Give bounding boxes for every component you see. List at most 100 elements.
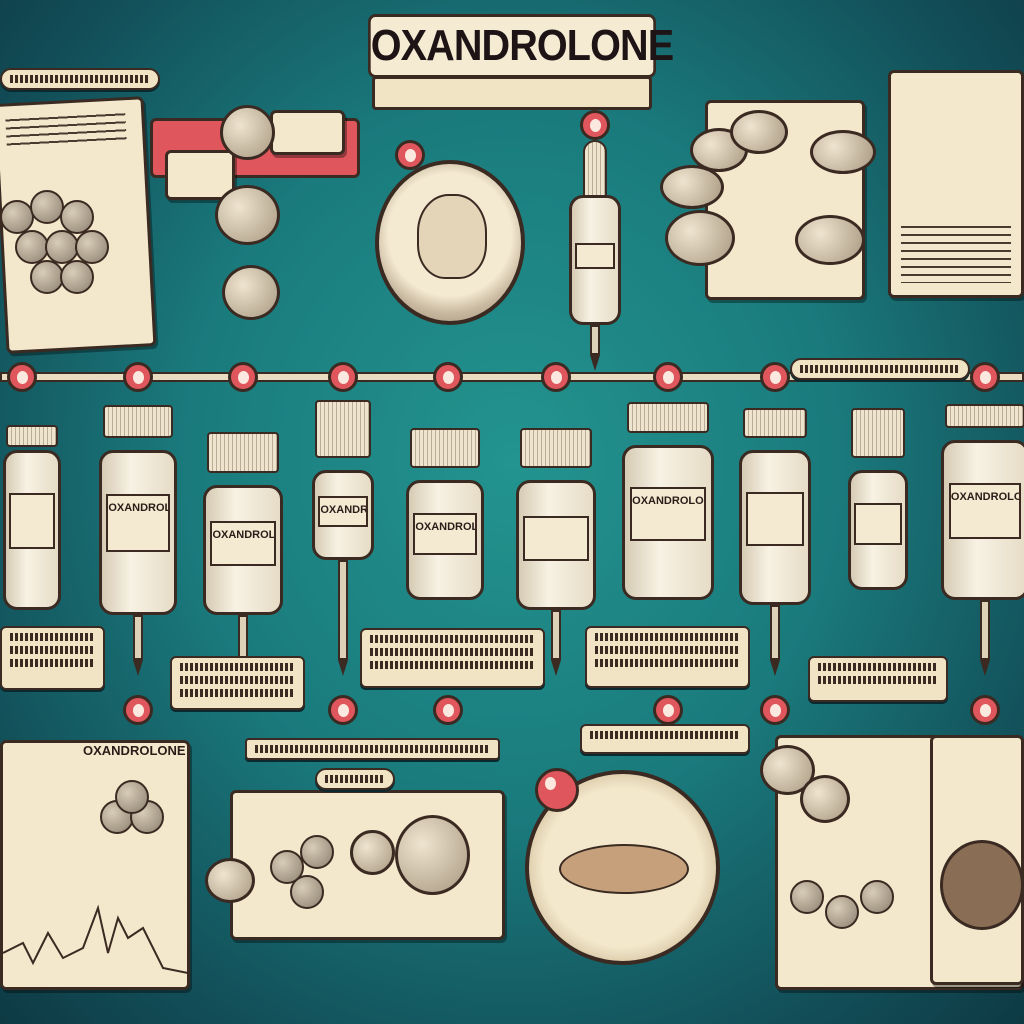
needle xyxy=(238,615,248,660)
anatomy-panel: OXANDROLONE xyxy=(0,740,190,990)
portrait-medallion xyxy=(375,160,525,325)
timeline-node xyxy=(760,362,790,392)
vial-cap xyxy=(409,428,481,468)
badge-node xyxy=(535,768,579,812)
section-heading-tag xyxy=(245,738,500,760)
needle-tip xyxy=(590,355,600,371)
timeline-node xyxy=(228,362,258,392)
note-card xyxy=(0,626,105,690)
vial-body: OXANDROLONE xyxy=(622,445,714,600)
syringe-label xyxy=(574,243,616,269)
timeline-node xyxy=(970,695,1000,725)
timeline-node xyxy=(7,362,37,392)
needle-tip xyxy=(770,660,780,676)
graph-line xyxy=(3,904,188,974)
needle-tip xyxy=(980,660,990,676)
capsule xyxy=(795,215,865,265)
vial-label: OXANDROLONE xyxy=(413,513,477,555)
syringe-top xyxy=(565,140,625,380)
vial-cap xyxy=(626,402,710,433)
molecule-ring xyxy=(270,850,304,884)
vial-label: OXANDROLONE xyxy=(318,495,368,527)
fish-illustration xyxy=(559,844,689,894)
vial-label: OXANDROLONE xyxy=(630,486,706,541)
bottom-left-title: OXANDROLONE xyxy=(83,743,186,758)
note-card xyxy=(585,626,750,688)
needle xyxy=(338,560,348,660)
needle xyxy=(980,600,990,660)
timeline-node xyxy=(653,695,683,725)
molecule-ring xyxy=(30,190,64,224)
vial-body xyxy=(848,470,908,590)
note-card xyxy=(360,628,545,688)
vial-body: OXANDROLONE xyxy=(203,485,283,615)
vial-label: OXANDROLONE xyxy=(948,483,1022,539)
timeline-node xyxy=(123,362,153,392)
vial-cap xyxy=(5,425,59,447)
line-graph xyxy=(3,904,188,974)
timeline-node xyxy=(580,110,610,140)
molecule-ring xyxy=(60,200,94,234)
top-left-tag xyxy=(0,68,160,90)
molecule-ring xyxy=(790,880,824,914)
molecule-ring xyxy=(45,230,79,264)
needle-tip xyxy=(551,660,561,676)
bubble xyxy=(220,105,275,160)
label-card xyxy=(165,150,235,200)
vial-body: OXANDROLONE xyxy=(312,470,374,560)
molecule-ring xyxy=(30,260,64,294)
vial-body: OXANDROLONE xyxy=(941,440,1024,600)
circle-badge xyxy=(350,830,395,875)
label-card xyxy=(270,110,345,155)
vial-body xyxy=(739,450,811,605)
timeline-node xyxy=(433,362,463,392)
note-card xyxy=(580,724,750,754)
capsule xyxy=(660,165,724,209)
timeline-node xyxy=(653,362,683,392)
vial-cap xyxy=(315,400,371,458)
needle-tip xyxy=(338,660,348,676)
molecule-ring xyxy=(860,880,894,914)
tissue-illustration xyxy=(940,840,1024,930)
vial-cap xyxy=(851,408,905,458)
molecule-ring xyxy=(0,200,34,234)
bubble xyxy=(222,265,280,320)
timeline-tag xyxy=(790,358,970,380)
molecule-ring xyxy=(300,835,334,869)
syringe-plunger xyxy=(583,140,607,200)
vial-label: OXANDROLONE xyxy=(106,494,170,552)
bubble xyxy=(215,185,280,245)
page-title: OXANDROLONE xyxy=(368,14,674,78)
needle xyxy=(770,605,780,660)
portrait-head xyxy=(417,194,487,279)
molecule-panel xyxy=(888,70,1024,298)
timeline-node xyxy=(395,140,425,170)
molecule-ring xyxy=(75,230,109,264)
molecule-cluster xyxy=(0,190,130,310)
timeline-rail xyxy=(0,372,1024,382)
needle xyxy=(133,615,143,660)
timeline-node xyxy=(328,362,358,392)
capsule xyxy=(810,130,876,174)
vial-label: OXANDROLONE xyxy=(210,520,276,566)
vial-label xyxy=(9,493,55,549)
vial-cap xyxy=(207,432,279,473)
vial-label xyxy=(523,515,589,561)
chart-panel-label xyxy=(315,768,395,790)
vial-cap xyxy=(945,404,1024,428)
vial-label xyxy=(854,503,902,545)
text-lines xyxy=(901,223,1011,283)
vial-body xyxy=(516,480,596,610)
circle-badge xyxy=(205,858,255,903)
vial-cap xyxy=(520,428,592,468)
timeline-node xyxy=(760,695,790,725)
timeline-node xyxy=(433,695,463,725)
timeline-node xyxy=(541,362,571,392)
needle-tip xyxy=(133,660,143,676)
text-lines xyxy=(5,110,127,147)
syringe-barrel xyxy=(569,195,621,325)
timeline-node xyxy=(328,695,358,725)
capsule xyxy=(800,775,850,823)
tissue-illustration xyxy=(395,815,470,895)
timeline-node xyxy=(970,362,1000,392)
